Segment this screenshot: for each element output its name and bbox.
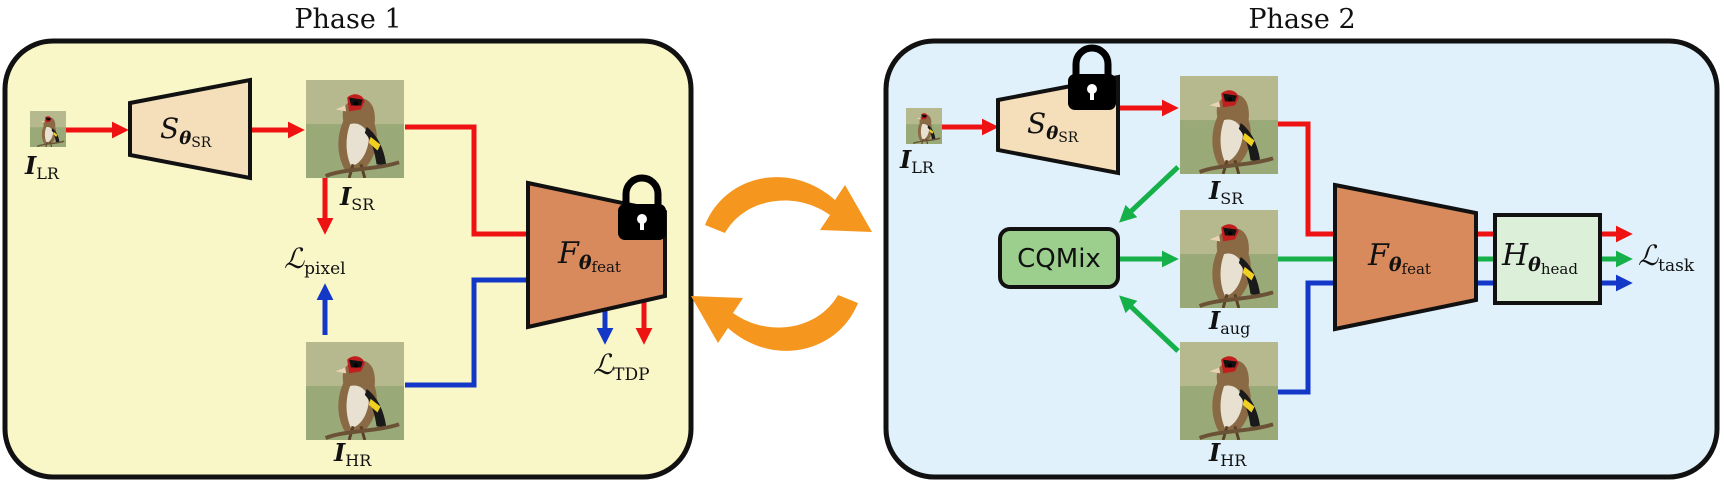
phase1-pixel-loss: ℒpixel: [284, 242, 346, 279]
phase1-sr-output-label: ISR: [339, 182, 375, 214]
phase2-aug-label: Iaug: [1208, 306, 1250, 338]
head-network: [1493, 213, 1602, 305]
head-label: Hθhead: [1501, 238, 1578, 278]
phase2-lr-label: ILR: [899, 145, 935, 177]
phase2-connections: [942, 99, 1633, 395]
phase2-sr-image: [1180, 76, 1278, 174]
phase2-aug-image: [1180, 210, 1278, 308]
phase1-title: Phase 1: [294, 4, 401, 35]
phase2-sr-label: SθSR: [1027, 107, 1079, 146]
phase1-lr-label: ILR: [24, 151, 60, 183]
phase1-feat-label: Fθfeat: [557, 236, 621, 276]
arrow-sr-to-cqmix: [1119, 165, 1180, 223]
phase1-hr-image: [306, 342, 404, 440]
cycle-arrows-icon: [691, 177, 872, 351]
phase1-connections: [66, 121, 653, 388]
arrow-sr-to-feat-2: [1278, 121, 1335, 237]
phase1-sr-label: SθSR: [160, 112, 212, 151]
phase2-feat-label: Fθfeat: [1367, 238, 1431, 278]
phase2-lr-image: [906, 108, 942, 144]
arrow-hr-to-feat: [405, 277, 528, 388]
phase1-sr-network: [128, 77, 252, 181]
phase1-tdp-loss: ℒTDP: [593, 348, 650, 385]
phase2-feature-network: [1333, 182, 1478, 332]
lock-icon: [1068, 44, 1116, 110]
cqmix-module: [998, 227, 1120, 289]
phase2-task-loss: ℒtask: [1638, 239, 1695, 276]
phase2-sr-output-label: ISR: [1208, 176, 1244, 208]
arrow-sr-to-feat: [405, 124, 528, 237]
cqmix-label: CQMix: [1017, 244, 1101, 274]
phase1-hr-label: IHR: [333, 438, 372, 470]
phase1-lr-image: [30, 111, 66, 147]
phase2-title: Phase 2: [1248, 4, 1355, 35]
phase2-hr-image: [1180, 342, 1278, 440]
phase1-sr-image: [306, 80, 404, 178]
phase2-hr-label: IHR: [1208, 438, 1247, 470]
lock-icon: [618, 174, 666, 240]
arrow-hr-to-feat-2: [1278, 280, 1335, 395]
arrow-hr-to-cqmix: [1119, 295, 1180, 353]
